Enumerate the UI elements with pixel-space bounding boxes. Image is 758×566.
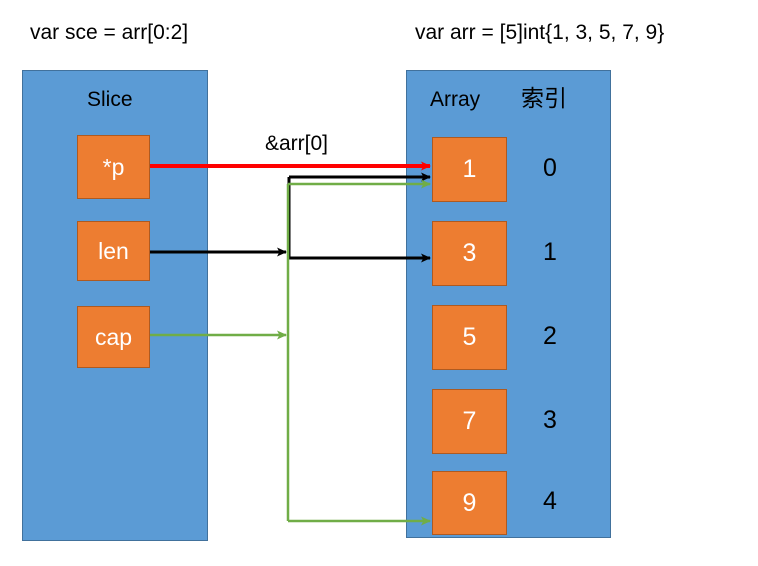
array-index-1: 1 — [543, 238, 557, 266]
array-cell-0: 1 — [432, 137, 507, 202]
array-index-4: 4 — [543, 487, 557, 515]
slice-declaration-caption: var sce = arr[0:2] — [30, 21, 189, 44]
array-cell-4: 9 — [432, 471, 507, 535]
slice-field-pointer: *p — [77, 135, 150, 199]
array-index-2: 2 — [543, 322, 557, 350]
pointer-edge-label: &arr[0] — [265, 132, 329, 155]
index-column-header: 索引 — [521, 85, 567, 111]
array-cell-2: 5 — [432, 305, 507, 370]
slice-field-len: len — [77, 221, 150, 281]
array-cell-3: 7 — [432, 389, 507, 454]
array-index-0: 0 — [543, 154, 557, 182]
array-declaration-caption: var arr = [5]int{1, 3, 5, 7, 9} — [415, 21, 665, 44]
slice-title: Slice — [87, 88, 133, 111]
slice-field-cap: cap — [77, 306, 150, 368]
array-cell-1: 3 — [432, 221, 507, 286]
array-index-3: 3 — [543, 406, 557, 434]
array-title: Array — [430, 88, 481, 111]
